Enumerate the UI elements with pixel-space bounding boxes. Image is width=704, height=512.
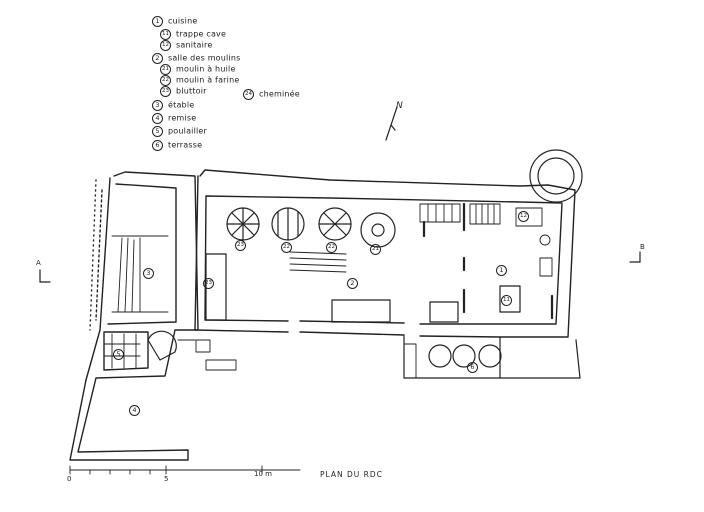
legend-number: 24 <box>243 89 254 100</box>
room-label-1: 1 <box>496 265 512 276</box>
scale-tick-5: 5 <box>164 475 169 483</box>
room-label-12: 12 <box>518 211 534 222</box>
legend-number: 2 <box>152 53 163 64</box>
etable-stalls <box>111 235 169 313</box>
room-label-23a: 23 <box>235 240 251 251</box>
plan-title: PLAN DU RDC <box>320 470 383 479</box>
poulailler-grid <box>103 333 141 369</box>
interior-partitions <box>422 202 554 320</box>
counter-outline <box>429 301 459 323</box>
legend-number: 4 <box>152 113 163 124</box>
curved-wall <box>147 330 177 361</box>
round-tower <box>529 149 583 203</box>
room-label-22b: 22 <box>326 242 342 253</box>
trappe-cave-outline <box>499 285 521 313</box>
terrasse <box>403 335 581 379</box>
scale-tick-10: 10 m <box>254 470 272 478</box>
north-label: N <box>396 101 403 111</box>
room-label-11: 11 <box>501 295 517 306</box>
room-label-3: 3 <box>143 268 159 279</box>
north-arrow-icon <box>385 106 398 141</box>
legend-number: 22 <box>160 75 171 86</box>
legend-number: 1 <box>152 16 163 27</box>
legend-number: 21 <box>160 64 171 75</box>
sanitaire-fixtures <box>515 207 553 277</box>
scale-bar <box>69 465 301 475</box>
section-label-b: B <box>640 243 645 251</box>
legend-number: 6 <box>152 140 163 151</box>
room-label-6: 6 <box>467 362 483 373</box>
room-label-4: 4 <box>129 405 145 416</box>
room-label-5: 5 <box>113 349 129 360</box>
left-wing-walls <box>69 171 199 461</box>
mill-steps <box>289 251 347 273</box>
room-label-2: 2 <box>347 278 363 289</box>
legend-number: 5 <box>152 126 163 137</box>
legend-number: 11 <box>160 29 171 40</box>
room-label-23b: 23 <box>203 278 219 289</box>
kitchen-stair <box>419 203 501 225</box>
room-label-21: 21 <box>370 244 386 255</box>
fireplace-24-outline <box>331 299 391 323</box>
section-marker-a-icon <box>39 269 51 283</box>
legend-number: 23 <box>160 86 171 97</box>
section-label-a: A <box>36 259 41 267</box>
legend-number: 3 <box>152 100 163 111</box>
scale-tick-0: 0 <box>67 475 72 483</box>
legend-number: 12 <box>160 40 171 51</box>
room-label-22a: 22 <box>281 242 297 253</box>
mills <box>226 207 396 248</box>
section-marker-b-icon <box>629 251 641 263</box>
entrance-steps <box>177 339 237 371</box>
